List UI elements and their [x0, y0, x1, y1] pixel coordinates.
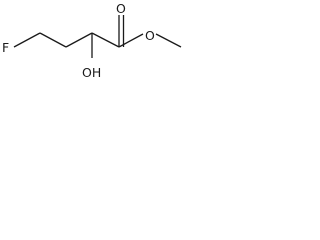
ester-oxygen-label: O [145, 28, 155, 43]
bond-c4-c3 [39, 32, 67, 48]
hydroxyl-group-label: OH [82, 65, 101, 80]
carbonyl-oxygen-label: O [116, 1, 126, 16]
bond-ester-o-methyl [155, 33, 182, 48]
bond-c3-c2 [65, 32, 93, 48]
bond-c2-c1 [91, 32, 120, 48]
structural-formula-diagram: F OH O O [2, 1, 182, 80]
bond-c1-ester-o [118, 33, 144, 48]
bond-f-c4 [13, 32, 41, 48]
fluorine-atom-label: F [2, 40, 9, 55]
